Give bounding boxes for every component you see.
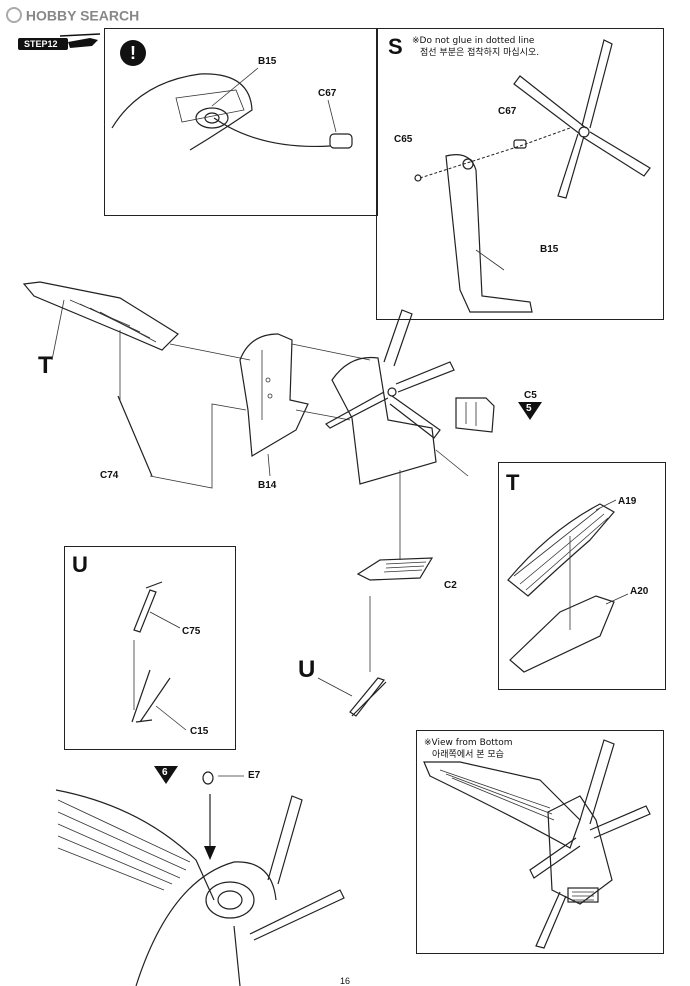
label-b15-s: B15 [540, 244, 559, 255]
callout-5-triangle: 5 [518, 402, 542, 420]
label-c15: C15 [190, 726, 209, 737]
label-c5: C5 [524, 390, 537, 401]
label-b15-warning: B15 [258, 56, 277, 67]
label-a19: A19 [618, 496, 637, 507]
label-c67-warning: C67 [318, 88, 337, 99]
label-c2: C2 [444, 580, 457, 591]
bottom-view-note-en: ※View from Bottom [424, 738, 513, 748]
inset-t-letter: T [506, 470, 520, 495]
main-u-marker: U [298, 656, 316, 683]
label-c75: C75 [182, 626, 201, 637]
inset-s-letter: S [388, 34, 403, 59]
watermark-logo: HOBBY SEARCH [6, 6, 140, 24]
inset-s-note-ko: 점선 부분은 접착하지 마십시오. [420, 48, 540, 58]
warning-icon: ! [120, 40, 146, 66]
callout-5-number: 5 [526, 403, 532, 414]
inset-u-letter: U [72, 552, 88, 577]
watermark-circle-icon [6, 7, 22, 24]
page-number: 16 [340, 976, 351, 986]
inset-t-box [498, 462, 666, 690]
inset-u-box [64, 546, 236, 750]
label-e7: E7 [248, 770, 261, 781]
inset-s-note-en: ※Do not glue in dotted line [412, 36, 535, 46]
main-t-marker: T [38, 352, 53, 379]
label-b14: B14 [258, 480, 277, 491]
inset-bottom-view-box [416, 730, 664, 954]
callout-6-triangle: 6 [154, 766, 178, 784]
label-c65-s: C65 [394, 134, 413, 145]
inset-warning-box [104, 28, 378, 216]
label-c67-s: C67 [498, 106, 517, 117]
watermark-text: HOBBY SEARCH [25, 7, 140, 24]
label-c74: C74 [100, 470, 119, 481]
bottom-view-note-ko: 아래쪽에서 본 모습 [432, 750, 504, 760]
callout-6-number: 6 [162, 767, 168, 778]
step-badge: STEP12 [18, 38, 68, 50]
warning-symbol: ! [130, 43, 136, 63]
inset-s-box [376, 28, 664, 320]
label-a20: A20 [630, 586, 649, 597]
